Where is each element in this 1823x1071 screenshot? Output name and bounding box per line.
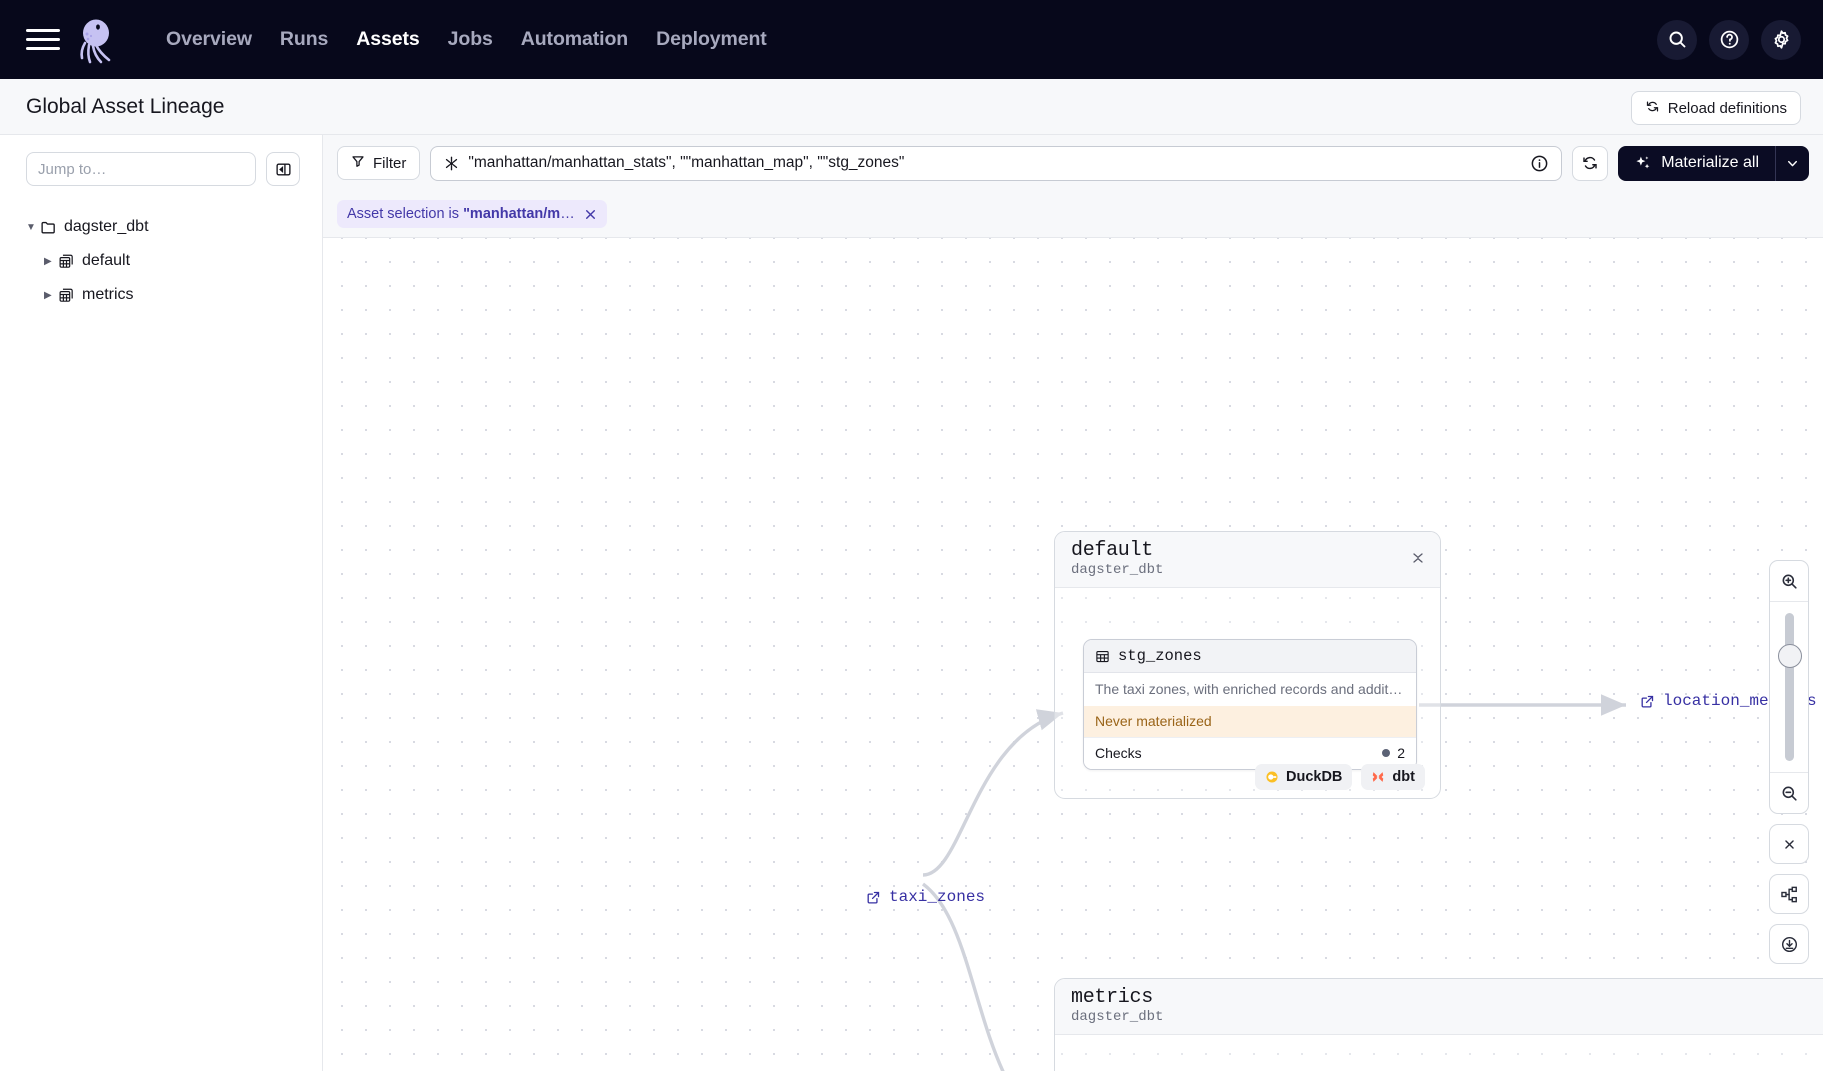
close-icon[interactable] bbox=[584, 208, 597, 221]
asset-node-checks-label: Checks bbox=[1095, 745, 1142, 761]
asset-node-status: Never materialized bbox=[1084, 706, 1416, 737]
tag-label: DuckDB bbox=[1286, 769, 1342, 785]
dagster-logo-icon[interactable] bbox=[72, 14, 124, 66]
zoom-slider[interactable] bbox=[1770, 602, 1808, 772]
chip-prefix: Asset selection is bbox=[347, 206, 463, 222]
materialize-all-button[interactable]: Materialize all bbox=[1618, 146, 1775, 181]
asset-group-icon bbox=[58, 253, 82, 270]
jump-to-row bbox=[0, 152, 322, 186]
nav-links: Overview Runs Assets Jobs Automation Dep… bbox=[152, 20, 781, 59]
asset-node-checks-count-wrap: 2 bbox=[1382, 745, 1405, 761]
zoom-slider-track bbox=[1785, 613, 1794, 761]
dbt-icon bbox=[1371, 770, 1385, 784]
nav-link-runs[interactable]: Runs bbox=[266, 20, 342, 59]
zoom-in-icon[interactable] bbox=[1770, 561, 1808, 601]
refresh-button[interactable] bbox=[1572, 146, 1608, 181]
asset-group-header: default dagster_dbt bbox=[1055, 532, 1440, 588]
page-header: Global Asset Lineage Reload definitions bbox=[0, 79, 1823, 135]
asset-node-header: stg_zones bbox=[1084, 640, 1416, 673]
graph-pane: Filter "manhattan/manhattan_stats", ""ma… bbox=[323, 135, 1823, 1071]
external-asset-taxi-zones[interactable]: taxi_zones bbox=[866, 888, 985, 906]
zoom-slider-thumb[interactable] bbox=[1778, 644, 1802, 668]
collapse-all-icon[interactable] bbox=[1769, 824, 1809, 864]
tree-item-label: default bbox=[82, 252, 130, 270]
nav-link-assets[interactable]: Assets bbox=[342, 20, 433, 59]
reload-definitions-label: Reload definitions bbox=[1668, 100, 1787, 117]
collapse-sidebar-icon[interactable] bbox=[266, 152, 300, 186]
funnel-icon bbox=[351, 154, 365, 172]
sparkle-icon bbox=[1634, 154, 1652, 172]
filter-button[interactable]: Filter bbox=[337, 146, 420, 180]
reload-definitions-button[interactable]: Reload definitions bbox=[1631, 91, 1801, 125]
asset-node-name: stg_zones bbox=[1118, 647, 1202, 665]
asset-selection-filter-chip[interactable]: Asset selection is "manhattan/ma… bbox=[337, 200, 607, 228]
asset-group-box-metrics[interactable]: metrics dagster_dbt bbox=[1054, 978, 1823, 1071]
nav-link-jobs[interactable]: Jobs bbox=[434, 20, 507, 59]
top-navigation-bar: Overview Runs Assets Jobs Automation Dep… bbox=[0, 0, 1823, 79]
external-asset-label: taxi_zones bbox=[889, 888, 985, 906]
asset-group-subtitle: dagster_dbt bbox=[1071, 1009, 1163, 1027]
chevron-right-icon[interactable]: ▶ bbox=[44, 290, 58, 301]
tag-label: dbt bbox=[1392, 769, 1415, 785]
help-icon[interactable] bbox=[1709, 20, 1749, 60]
materialize-all-label: Materialize all bbox=[1661, 154, 1759, 172]
graph-layout-icon[interactable] bbox=[1769, 874, 1809, 914]
filter-label: Filter bbox=[373, 155, 406, 172]
tree-item-dagster-dbt[interactable]: ▼ dagster_dbt bbox=[0, 210, 322, 244]
nav-link-overview[interactable]: Overview bbox=[152, 20, 266, 59]
external-link-icon bbox=[866, 890, 881, 905]
asset-node-description: The taxi zones, with enriched records an… bbox=[1084, 673, 1416, 706]
chevron-down-icon[interactable]: ▼ bbox=[26, 222, 40, 233]
nav-link-deployment[interactable]: Deployment bbox=[642, 20, 781, 59]
nav-actions bbox=[1657, 0, 1801, 79]
page-title: Global Asset Lineage bbox=[26, 95, 224, 119]
asset-group-header: metrics dagster_dbt bbox=[1055, 979, 1823, 1035]
hamburger-icon[interactable] bbox=[26, 27, 60, 53]
asset-group-subtitle: dagster_dbt bbox=[1071, 562, 1163, 580]
tree-item-label: metrics bbox=[82, 286, 134, 304]
jump-to-input[interactable] bbox=[26, 152, 256, 186]
folder-icon bbox=[40, 219, 64, 236]
tag-dbt[interactable]: dbt bbox=[1361, 764, 1425, 790]
asset-node-checks-count: 2 bbox=[1397, 745, 1405, 761]
asset-selection-icon bbox=[443, 155, 460, 172]
nav-link-automation[interactable]: Automation bbox=[507, 20, 642, 59]
asset-selection-input[interactable]: "manhattan/manhattan_stats", ""manhattan… bbox=[430, 146, 1562, 181]
download-icon[interactable] bbox=[1769, 924, 1809, 964]
chip-value: "manhattan/ma… bbox=[463, 206, 575, 222]
info-icon[interactable] bbox=[1530, 154, 1549, 173]
tag-duckdb[interactable]: DuckDB bbox=[1255, 764, 1352, 790]
zoom-slider-box bbox=[1769, 560, 1809, 814]
collapse-group-icon[interactable] bbox=[1410, 550, 1426, 571]
search-icon[interactable] bbox=[1657, 20, 1697, 60]
status-dot-icon bbox=[1382, 749, 1390, 757]
asset-node-stg-zones[interactable]: stg_zones The taxi zones, with enriched … bbox=[1083, 639, 1417, 770]
materialize-dropdown-chevron-down-icon[interactable] bbox=[1775, 146, 1809, 181]
asset-group-tree: ▼ dagster_dbt ▶ bbox=[0, 210, 322, 312]
active-filters-row: Asset selection is "manhattan/ma… bbox=[323, 191, 1823, 238]
tree-item-label: dagster_dbt bbox=[64, 218, 149, 236]
asset-selection-value: "manhattan/manhattan_stats", ""manhattan… bbox=[468, 154, 1522, 172]
reload-icon bbox=[1645, 99, 1660, 118]
gear-icon[interactable] bbox=[1761, 20, 1801, 60]
asset-group-title: metrics bbox=[1071, 987, 1163, 1008]
table-icon bbox=[1095, 649, 1110, 664]
asset-tags-default: DuckDB dbt bbox=[1255, 764, 1425, 790]
asset-group-title: default bbox=[1071, 540, 1163, 561]
left-sidebar: ▼ dagster_dbt ▶ bbox=[0, 135, 323, 1071]
zoom-controls bbox=[1769, 560, 1809, 964]
lineage-canvas[interactable]: default dagster_dbt bbox=[323, 238, 1823, 1071]
tree-item-metrics[interactable]: ▶ metrics bbox=[0, 278, 322, 312]
materialize-all-group: Materialize all bbox=[1618, 146, 1809, 181]
duckdb-icon bbox=[1265, 770, 1279, 784]
asset-group-icon bbox=[58, 287, 82, 304]
external-link-icon bbox=[1640, 694, 1655, 709]
graph-toolbar: Filter "manhattan/manhattan_stats", ""ma… bbox=[323, 135, 1823, 191]
zoom-out-icon[interactable] bbox=[1770, 773, 1808, 813]
chevron-right-icon[interactable]: ▶ bbox=[44, 256, 58, 267]
main-body: ▼ dagster_dbt ▶ bbox=[0, 135, 1823, 1071]
tree-item-default[interactable]: ▶ default bbox=[0, 244, 322, 278]
